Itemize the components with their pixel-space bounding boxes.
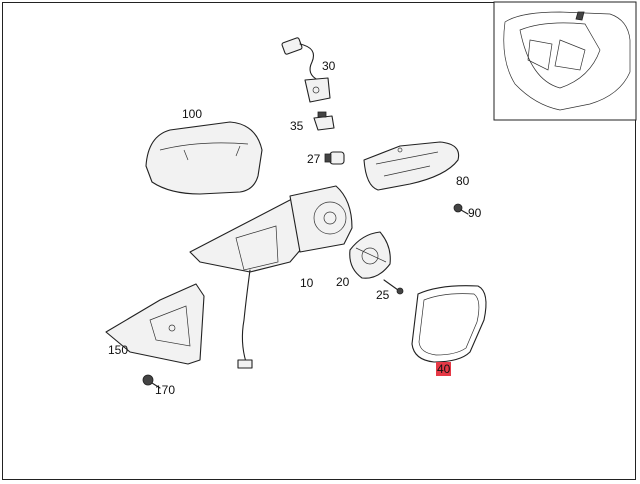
callout-100: 100 <box>182 107 203 121</box>
callout-20: 20 <box>336 275 350 289</box>
callout-40-highlighted: 40 <box>436 362 452 376</box>
callout-25: 25 <box>376 288 390 302</box>
part-80-signal <box>363 141 460 191</box>
part-150-corner <box>105 283 205 365</box>
part-27-bulb <box>324 151 345 165</box>
part-35-connector <box>313 111 335 131</box>
callout-35: 35 <box>290 119 304 133</box>
vehicle-inset <box>493 1 637 121</box>
callout-27: 27 <box>307 152 321 166</box>
part-10-base <box>189 185 353 369</box>
part-25-screw <box>383 279 404 295</box>
part-20-motor <box>349 231 391 279</box>
callout-30: 30 <box>322 59 336 73</box>
callout-90: 90 <box>468 206 482 220</box>
part-30-harness <box>281 37 331 103</box>
part-100-cover <box>145 121 263 195</box>
callout-150: 150 <box>108 343 129 357</box>
callout-80: 80 <box>456 174 470 188</box>
diagram-border <box>2 2 636 480</box>
part-170-screw <box>142 374 161 389</box>
callout-10: 10 <box>300 276 314 290</box>
part-40-glass <box>411 285 487 363</box>
callout-170: 170 <box>155 383 176 397</box>
part-90-screw <box>453 203 469 215</box>
